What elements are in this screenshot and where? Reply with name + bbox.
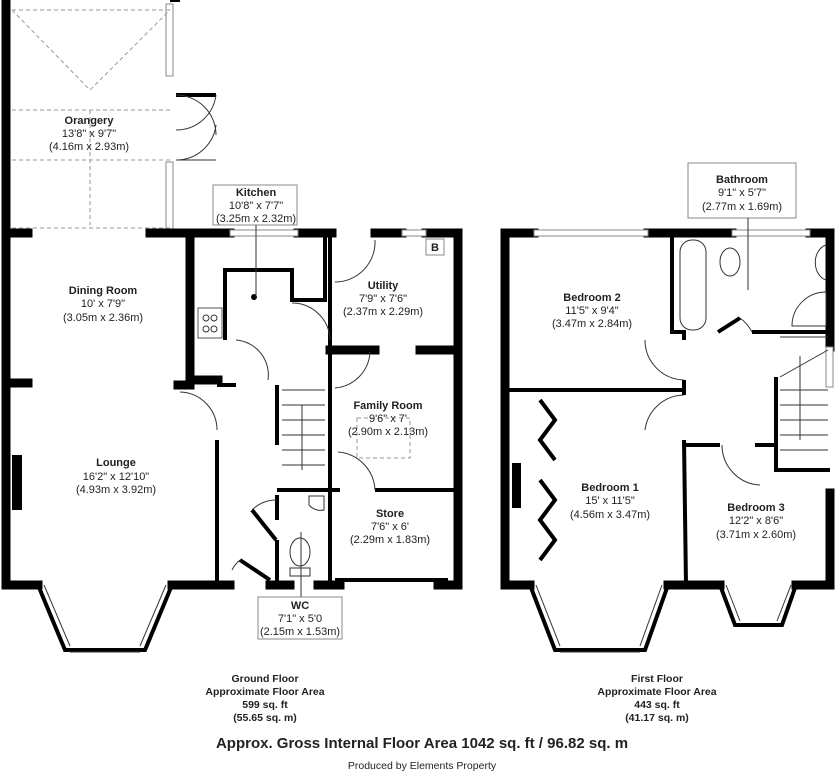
floor-area-label: Approximate Floor Area	[597, 686, 716, 698]
gross-floor-area: Approx. Gross Internal Floor Area 1042 s…	[216, 735, 628, 752]
room-dimensions-metric: (2.37m x 2.29m)	[343, 306, 423, 318]
floor-name: First Floor	[631, 673, 683, 685]
room-dimensions-imperial: 9'1" x 5'7"	[718, 187, 766, 199]
produced-by-credit: Produced by Elements Property	[348, 760, 497, 772]
room-label-kitchen: Kitchen 10'8" x 7'7" (3.25m x 2.32m)	[212, 184, 298, 297]
room-name: Lounge	[96, 457, 136, 469]
floor-area-sqft: 599 sq. ft	[242, 699, 288, 711]
room-name: Bedroom 2	[563, 292, 620, 304]
room-name: Utility	[368, 280, 399, 292]
first-floor-summary: First Floor Approximate Floor Area 443 s…	[597, 673, 716, 724]
room-name: Bedroom 1	[581, 482, 638, 494]
room-dimensions-imperial: 13'8" x 9'7"	[62, 128, 116, 140]
room-label-wc: WC 7'1" x 5'0 (2.15m x 1.53m)	[257, 532, 343, 640]
room-dimensions-imperial: 10' x 7'9"	[81, 298, 125, 310]
room-dimensions-imperial: 7'1" x 5'0	[278, 613, 322, 625]
room-label-store: Store 7'6" x 6' (2.29m x 1.83m)	[350, 508, 430, 546]
room-dimensions-imperial: 10'8" x 7'7"	[229, 200, 283, 212]
room-dimensions-imperial: 15' x 11'5"	[585, 495, 635, 507]
room-dimensions-metric: (3.47m x 2.84m)	[552, 318, 632, 330]
room-label-bedroom-2: Bedroom 2 11'5" x 9'4" (3.47m x 2.84m)	[552, 292, 632, 330]
room-dimensions-metric: (4.16m x 2.93m)	[49, 141, 129, 153]
room-name: Bathroom	[716, 174, 768, 186]
room-dimensions-metric: (4.93m x 3.92m)	[76, 484, 156, 496]
room-dimensions-imperial: 9'6" x 7'	[369, 413, 407, 425]
boiler-marker	[425, 238, 445, 256]
room-dimensions-imperial: 7'6" x 6'	[371, 521, 409, 533]
room-name: Kitchen	[236, 187, 277, 199]
floor-area-label: Approximate Floor Area	[205, 686, 324, 698]
room-name: Store	[376, 508, 404, 520]
room-dimensions-metric: (3.05m x 2.36m)	[63, 312, 143, 324]
room-label-bathroom: Bathroom 9'1" x 5'7" (2.77m x 1.69m)	[687, 162, 797, 290]
first-floor-plan: Bathroom 9'1" x 5'7" (2.77m x 1.69m) Bed…	[500, 162, 835, 724]
room-label-bedroom-3: Bedroom 3 12'2" x 8'6" (3.71m x 2.60m)	[716, 502, 796, 541]
boiler-label: B	[431, 242, 439, 254]
room-label-lounge: Lounge 16'2" x 12'10" (4.93m x 3.92m)	[76, 457, 156, 496]
room-label-dining-room: Dining Room 10' x 7'9" (3.05m x 2.36m)	[63, 285, 143, 324]
room-dimensions-metric: (2.77m x 1.69m)	[702, 201, 782, 213]
room-name: Bedroom 3	[727, 502, 784, 514]
room-dimensions-metric: (4.56m x 3.47m)	[570, 509, 650, 521]
room-label-family-room: Family Room 9'6" x 7' (2.90m x 2.13m)	[348, 400, 428, 438]
room-name: Dining Room	[69, 285, 138, 297]
floor-name: Ground Floor	[231, 673, 298, 685]
room-dimensions-imperial: 16'2" x 12'10"	[83, 471, 150, 483]
room-label-utility: Utility 7'9" x 7'6" (2.37m x 2.29m)	[343, 280, 423, 318]
room-dimensions-imperial: 12'2" x 8'6"	[729, 515, 783, 527]
room-name: WC	[291, 600, 309, 612]
room-name: Orangery	[65, 115, 115, 127]
room-name: Family Room	[353, 400, 422, 412]
floor-area-sqm: (41.17 sq. m)	[625, 712, 689, 724]
room-dimensions-metric: (3.25m x 2.32m)	[216, 213, 296, 225]
room-dimensions-imperial: 11'5" x 9'4"	[565, 305, 618, 317]
room-dimensions-imperial: 7'9" x 7'6"	[359, 293, 407, 305]
room-dimensions-metric: (3.71m x 2.60m)	[716, 529, 796, 541]
floor-area-sqm: (55.65 sq. m)	[233, 712, 297, 724]
room-dimensions-metric: (2.15m x 1.53m)	[260, 626, 340, 638]
floor-area-sqft: 443 sq. ft	[634, 699, 680, 711]
ground-floor-plan: B Orangery 13'8" x 9'7" (4.16m x 2.93m)	[1, 0, 463, 724]
room-dimensions-metric: (2.90m x 2.13m)	[348, 426, 428, 438]
room-dimensions-metric: (2.29m x 1.83m)	[350, 534, 430, 546]
room-label-orangery: Orangery 13'8" x 9'7" (4.16m x 2.93m)	[49, 115, 129, 153]
ground-floor-summary: Ground Floor Approximate Floor Area 599 …	[205, 673, 324, 724]
room-label-bedroom-1: Bedroom 1 15' x 11'5" (4.56m x 3.47m)	[570, 482, 650, 521]
